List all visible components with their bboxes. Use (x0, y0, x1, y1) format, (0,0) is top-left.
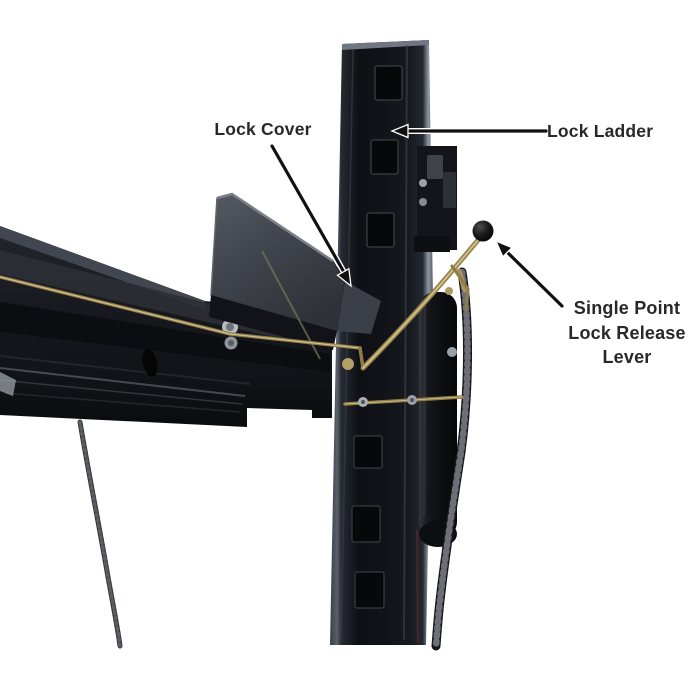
release-lever-arrow (494, 239, 565, 309)
lock-ladder-holes (351, 65, 403, 609)
lock-ladder-arrow (390, 123, 549, 139)
release-lever-ball (472, 220, 494, 242)
lock-release-rod (0, 236, 482, 407)
hanging-cable (77, 419, 123, 649)
linkage-bolt (447, 347, 457, 357)
release-lever-label-line1: Single Point (573, 298, 681, 318)
release-lever-label: Single Point Lock Release Lever (552, 296, 689, 370)
marked-cable (415, 529, 420, 644)
lock-cover-label: Lock Cover (214, 119, 312, 139)
lock-cover-front-face (209, 295, 337, 350)
release-lever-label-line2: Lock Release (568, 322, 686, 343)
lock-mechanism-bracket (414, 146, 457, 252)
release-lever-label-line3: Lever (602, 347, 652, 367)
lock-ladder-label: Lock Ladder (547, 121, 654, 141)
column-top-cap (342, 40, 429, 50)
annotation-arrows (269, 123, 565, 309)
beam-hole (142, 349, 158, 377)
lock-cover-arrow (269, 143, 352, 288)
beam-top-sheen (0, 226, 206, 310)
lock-wedge (337, 281, 381, 334)
platform-edge-highlight (0, 372, 16, 396)
